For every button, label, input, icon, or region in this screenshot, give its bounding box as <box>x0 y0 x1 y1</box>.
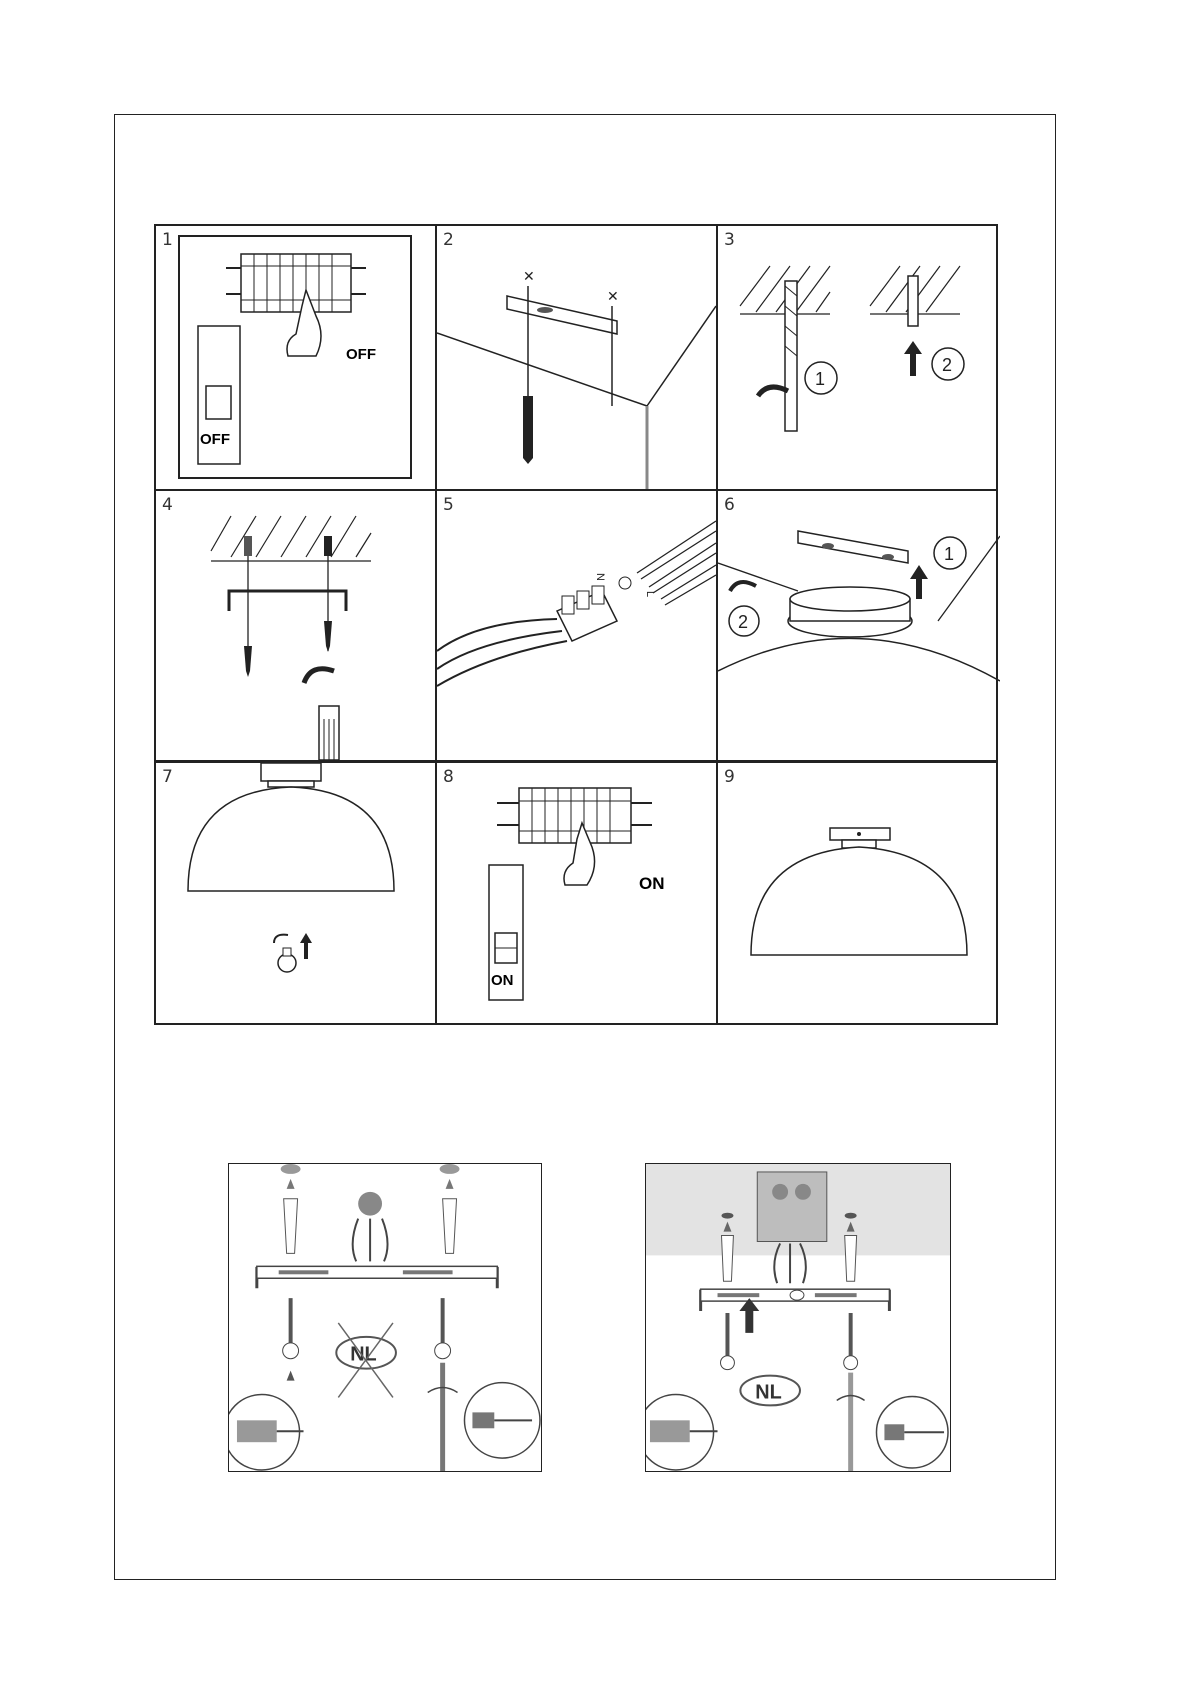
fix-bracket-illustration <box>156 491 435 760</box>
instruction-grid: 1 OFF OFF 2 <box>154 224 998 1025</box>
step-8-panel: 8 ON ON <box>437 763 716 1025</box>
breaker-off-illustration: OFF OFF <box>156 226 435 489</box>
svg-text:✕: ✕ <box>607 288 619 304</box>
breaker-on-illustration: ON ON <box>437 763 716 1025</box>
neutral-marker: N <box>594 573 606 581</box>
switch-off-label: OFF <box>200 431 230 448</box>
svg-text:✕: ✕ <box>523 268 535 284</box>
step-1-panel: 1 OFF OFF <box>156 226 435 489</box>
wire-connection-illustration: N L <box>437 491 716 760</box>
sequence-number: 1 <box>815 369 825 389</box>
step-2-panel: 2 ✕ ✕ <box>437 226 716 489</box>
live-marker: L <box>644 591 656 597</box>
step-3-panel: 3 1 2 <box>718 226 1000 489</box>
bracket-mounting-correct-illustration: NL <box>646 1164 950 1471</box>
bracket-figure-correct: NL <box>645 1163 951 1472</box>
finished-lamp-illustration <box>718 763 1000 1025</box>
breaker-on-label: ON <box>639 874 665 893</box>
mark-holes-illustration: ✕ ✕ <box>437 226 716 489</box>
sequence-number: 2 <box>738 612 748 632</box>
nl-badge: NL <box>755 1381 781 1403</box>
drill-holes-illustration: 1 2 <box>718 226 1000 489</box>
step-9-panel: 9 <box>718 763 1000 1025</box>
step-4-panel: 4 <box>156 491 435 760</box>
step-5-panel: 5 N L <box>437 491 716 760</box>
step-6-panel: 6 1 2 <box>718 491 1000 760</box>
bracket-mounting-incorrect-illustration: NL <box>229 1164 541 1471</box>
switch-on-label: ON <box>491 972 514 989</box>
breaker-off-label: OFF <box>346 346 376 363</box>
insert-bulb-illustration <box>156 763 435 1025</box>
bracket-figure-incorrect: NL <box>228 1163 542 1472</box>
sequence-number: 1 <box>944 544 954 564</box>
sequence-number: 2 <box>942 355 952 375</box>
attach-lamp-illustration: 1 2 <box>718 491 1000 760</box>
step-7-panel: 7 <box>156 763 435 1025</box>
